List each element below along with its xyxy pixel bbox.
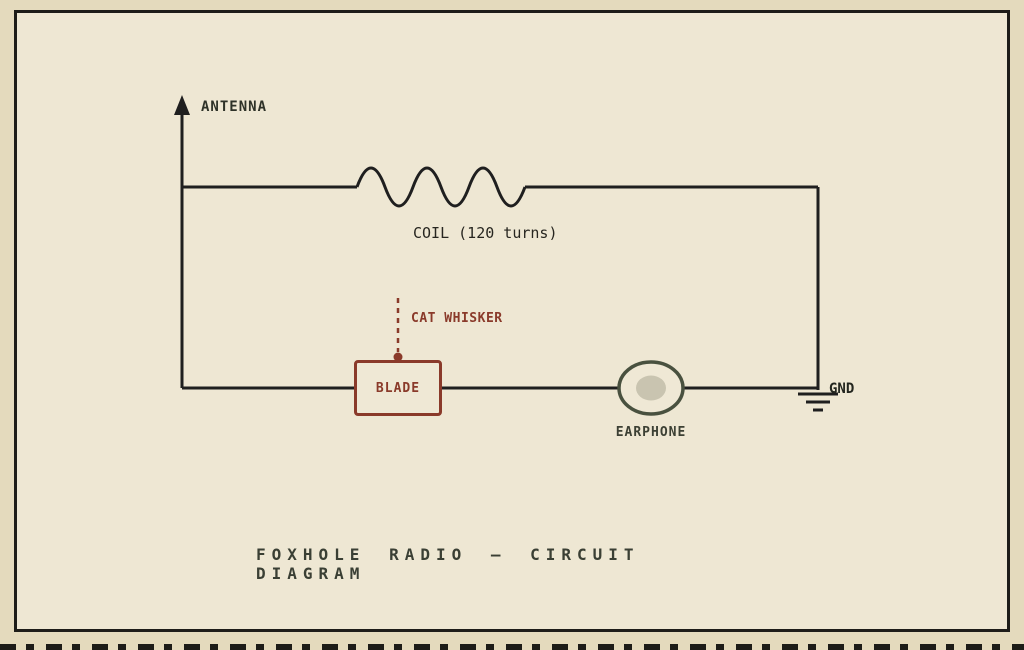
coil-label: COIL (120 turns) [413,224,558,242]
earphone-label: EARPHONE [615,425,687,440]
earphone-diaphragm [636,375,666,401]
antenna-label: ANTENNA [201,99,268,115]
antenna-arrow-icon [174,95,190,115]
cat-whisker-label: CAT WHISKER [411,311,503,326]
whisker-contact-dot [393,352,403,362]
ground-label: GND [829,381,855,397]
cat-whisker-lead [393,298,403,362]
diagram-title: FOXHOLE RADIO — CIRCUIT DIAGRAM [256,545,640,583]
coil-symbol [182,166,818,208]
ground-symbol [798,392,838,412]
blade-label: BLADE [375,380,421,396]
antenna-symbol [174,95,190,388]
earphone-symbol [617,360,685,416]
torn-paper-edge [0,644,1024,650]
blade-detector: BLADE [354,360,442,416]
